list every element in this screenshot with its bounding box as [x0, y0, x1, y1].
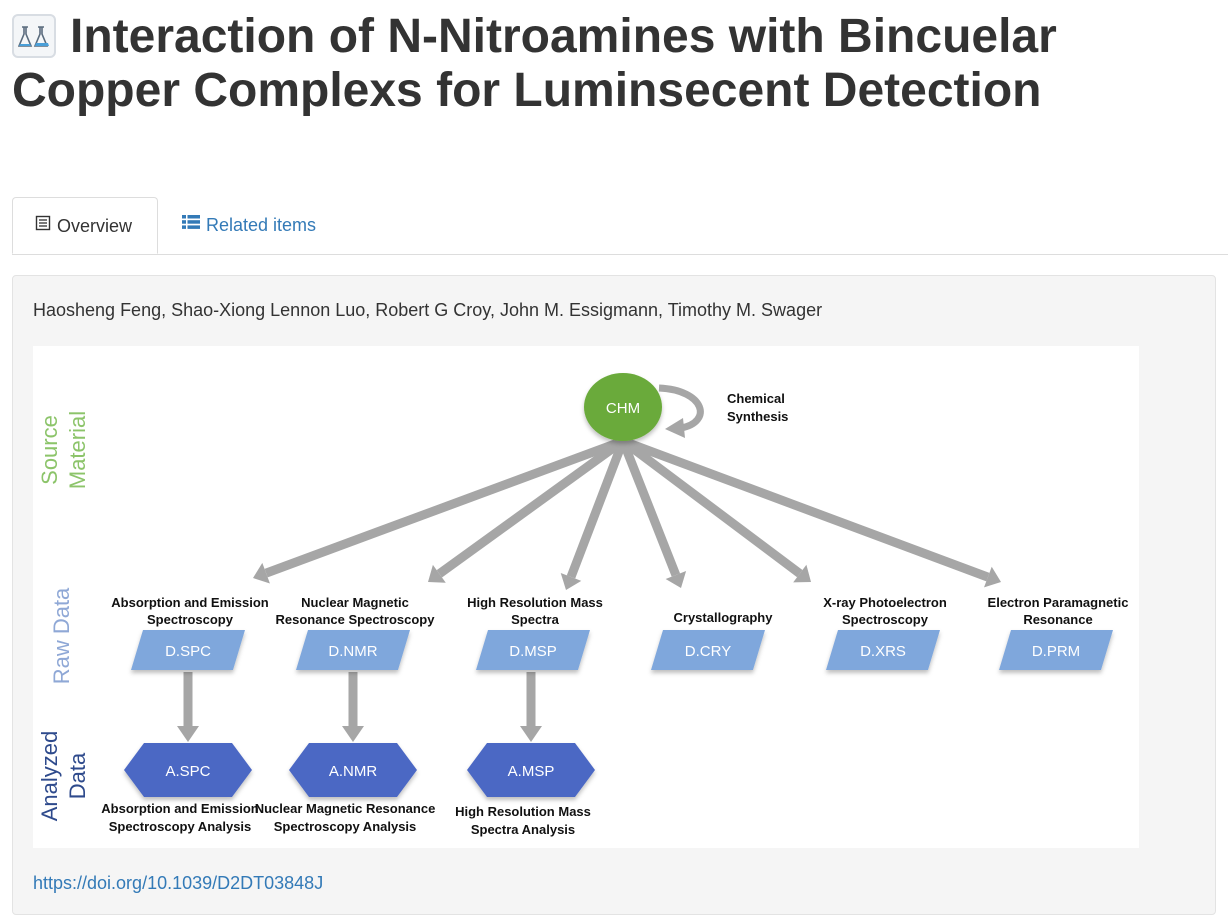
root-node-label: CHM: [606, 400, 640, 417]
raw-node-code: D.MSP: [509, 643, 557, 660]
arrowhead-icon: [560, 572, 582, 590]
page-title: Interaction of N-Nitroamines with Bincue…: [12, 10, 1057, 117]
tab-overview-label: Overview: [57, 216, 133, 236]
raw-data-nodes: D.SPC Absorption and EmissionSpectroscopy…: [111, 595, 1128, 670]
analyzed-node-caption: Nuclear Magnetic Resonance: [255, 801, 436, 816]
raw-node-code: D.XRS: [860, 643, 906, 660]
analyzed-node-code: A.NMR: [329, 763, 378, 780]
row-label-analyzed-line2: Data: [65, 752, 90, 799]
analyzed-node-code: A.SPC: [165, 763, 210, 780]
analyzed-node-a-spc: A.SPC Absorption and EmissionSpectroscopy…: [101, 743, 259, 834]
arrowhead-icon: [253, 562, 270, 584]
arrow-root-to-D.PRM: [621, 436, 990, 582]
root-node-shape: [584, 373, 662, 441]
authors: Haosheng Feng, Shao-Xiong Lennon Luo, Ro…: [33, 300, 823, 320]
analyzed-node-caption: Spectroscopy Analysis: [109, 819, 252, 834]
row-label-source: Source Material: [37, 411, 90, 489]
raw-node-caption: Resonance: [1023, 612, 1092, 627]
arrowhead-icon: [984, 566, 1001, 588]
overview-panel: Haosheng Feng, Shao-Xiong Lennon Luo, Ro…: [12, 275, 1216, 915]
list-icon: [182, 196, 200, 252]
analyzed-node-caption: High Resolution Mass: [455, 804, 591, 819]
raw-node-caption: High Resolution Mass: [467, 595, 603, 610]
arrowhead-icon: [177, 726, 199, 742]
analyzed-node-shape: [467, 743, 595, 797]
raw-node-caption: Nuclear Magnetic: [301, 595, 409, 610]
raw-node-code: D.SPC: [165, 643, 211, 660]
analyzed-node-caption: Spectra Analysis: [471, 822, 575, 837]
analyzed-node-shape: [289, 743, 417, 797]
row-label-raw: Raw Data: [49, 587, 74, 684]
raw-node-caption: Electron Paramagnetic: [988, 595, 1129, 610]
arrowhead-icon: [793, 564, 811, 583]
doi-link[interactable]: https://doi.org/10.1039/D2DT03848J: [33, 873, 324, 893]
analyzed-node-caption: Absorption and Emission: [101, 801, 259, 816]
arrow-root-to-D.CRY: [618, 439, 681, 577]
workflow-diagram: Source Material Raw Data Analyzed Data C…: [33, 346, 1139, 848]
row-label-analyzed: Analyzed Data: [37, 731, 90, 822]
analyzed-node-code: A.MSP: [508, 763, 555, 780]
arrowhead-icon: [428, 564, 446, 583]
root-node: CHM Chemical Synthesis: [584, 373, 788, 441]
row-label-source-line2: Material: [65, 411, 90, 489]
arrowhead-icon: [520, 726, 542, 742]
arrowhead-icon: [342, 726, 364, 742]
raw-node-shape: [476, 630, 590, 670]
loop-label-line1: Chemical: [727, 391, 785, 406]
analyzed-data-nodes: A.SPC Absorption and EmissionSpectroscopy…: [101, 743, 595, 837]
analyzed-node-a-nmr: A.NMR Nuclear Magnetic ResonanceSpectrosc…: [255, 743, 436, 834]
loop-label-line2: Synthesis: [727, 409, 788, 424]
raw-node-caption: Crystallography: [674, 610, 774, 625]
row-label-source-line1: Source: [37, 415, 62, 485]
raw-node-caption: X-ray Photoelectron: [823, 595, 947, 610]
flask-icon: [12, 14, 56, 58]
loop-arrowhead-icon: [665, 418, 685, 438]
arrow-root-to-D.SPC: [264, 436, 625, 578]
raw-node-code: D.CRY: [685, 643, 731, 660]
arrow-root-to-D.XRS: [620, 437, 803, 578]
raw-node-shape: [296, 630, 410, 670]
raw-node-code: D.NMR: [328, 643, 377, 660]
tab-related-items-label: Related items: [206, 215, 317, 235]
raw-node-shape: [131, 630, 245, 670]
arrows-group: [177, 436, 1001, 742]
raw-node-caption: Spectroscopy: [842, 612, 929, 627]
row-label-analyzed-line1: Analyzed: [37, 731, 62, 822]
tab-related-items[interactable]: Related items: [160, 197, 338, 253]
raw-node-shape: [999, 630, 1113, 670]
arrow-root-to-D.NMR: [436, 437, 626, 578]
raw-node-caption: Spectra: [511, 612, 559, 627]
raw-node-caption: Absorption and Emission: [111, 595, 269, 610]
tab-bar: Overview Related items: [12, 197, 1228, 255]
analyzed-node-caption: Spectroscopy Analysis: [274, 819, 417, 834]
raw-node-shape: [826, 630, 940, 670]
arrow-root-to-D.MSP: [566, 439, 628, 579]
document-icon: [35, 197, 51, 253]
row-label-raw-line1: Raw Data: [49, 587, 74, 684]
loop-arrow-icon: [658, 384, 704, 432]
raw-node-caption: Resonance Spectroscopy: [276, 612, 436, 627]
raw-node-caption: Spectroscopy: [147, 612, 234, 627]
tab-overview[interactable]: Overview: [12, 197, 158, 254]
raw-node-code: D.PRM: [1032, 643, 1080, 660]
raw-node-d-cry: D.CRY Crystallography: [651, 610, 773, 670]
workflow-diagram-svg: Source Material Raw Data Analyzed Data C…: [37, 373, 1128, 837]
raw-node-shape: [651, 630, 765, 670]
arrowhead-icon: [665, 570, 687, 588]
analyzed-node-shape: [124, 743, 252, 797]
